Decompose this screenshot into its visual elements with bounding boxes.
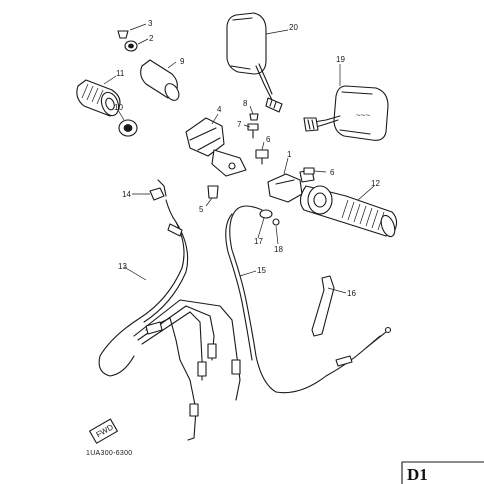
bolt-7 <box>247 123 259 139</box>
bracket-16 <box>311 275 335 337</box>
callout-4: 4 <box>217 105 222 114</box>
bolt-6-right <box>303 167 315 175</box>
weight-2 <box>124 40 138 52</box>
callout-1: 1 <box>287 150 292 159</box>
callout-7: 7 <box>237 120 242 129</box>
callout-10: 10 <box>114 103 123 112</box>
callout-5: 5 <box>199 205 204 214</box>
screw-8 <box>249 113 259 121</box>
callout-16: 16 <box>347 289 356 298</box>
drawing-code: 1UA300-6300 <box>86 450 133 457</box>
grip-end-plug-10 <box>118 119 138 137</box>
page-id: D1 <box>407 465 428 484</box>
page-id-box: D1 <box>401 461 484 484</box>
leader-lines <box>103 23 375 294</box>
callout-9: 9 <box>180 57 185 66</box>
mirror-19: ~~~ <box>303 85 389 141</box>
callout-2: 2 <box>149 34 154 43</box>
callout-18: 18 <box>274 245 283 254</box>
callout-13: 13 <box>118 262 127 271</box>
nut-17 <box>259 209 273 219</box>
callout-8: 8 <box>243 99 248 108</box>
callout-15: 15 <box>257 266 266 275</box>
clamp-14 <box>149 179 167 201</box>
throttle-cable-13 <box>98 199 189 377</box>
callout-12: 12 <box>371 179 380 188</box>
callout-19: 19 <box>336 55 345 64</box>
callout-20: 20 <box>289 23 298 32</box>
mirror-20 <box>226 12 283 113</box>
cable-bundle <box>133 299 241 441</box>
callout-6-left: 6 <box>266 135 271 144</box>
callout-11: 11 <box>116 69 125 78</box>
forward-direction-badge: FWD <box>89 418 118 444</box>
callout-14: 14 <box>122 190 131 199</box>
callout-numbers: 1 2 3 4 5 6 6 7 8 9 10 11 12 13 14 15 16… <box>114 19 380 298</box>
grip-left-11 <box>76 79 121 117</box>
grip-right-12 <box>299 185 398 238</box>
callout-17: 17 <box>254 237 263 246</box>
throttle-collar-9 <box>140 59 180 101</box>
washer-18 <box>272 218 280 226</box>
bracket-4 <box>185 117 247 177</box>
callout-3: 3 <box>148 19 153 28</box>
screw-3 <box>117 30 129 39</box>
mirror-brand-mark: ~~~ <box>356 111 370 120</box>
clutch-cable-15 <box>225 205 392 394</box>
cap-5 <box>207 185 219 199</box>
bolt-6-left <box>255 149 269 165</box>
callout-6-right: 6 <box>330 168 335 177</box>
